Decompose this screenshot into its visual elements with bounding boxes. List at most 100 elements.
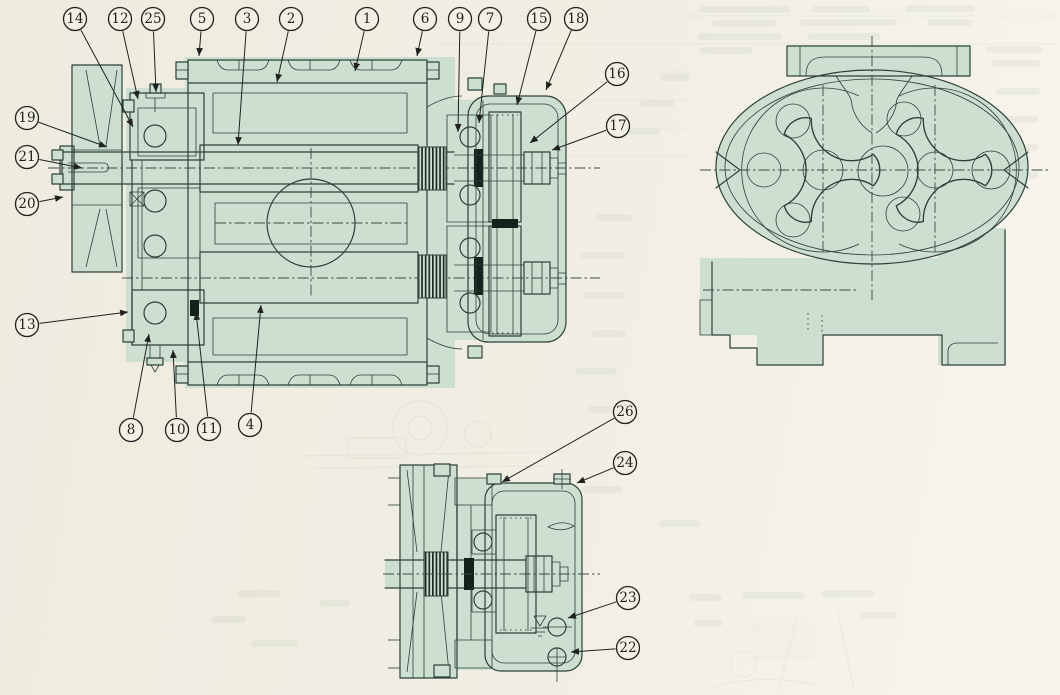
lower-bearing-housing <box>131 289 205 346</box>
callout-24: 24 <box>576 450 638 484</box>
callout-balloon-14 <box>62 6 88 32</box>
leader-line-14 <box>80 29 134 128</box>
flange-bolt <box>51 173 64 185</box>
callout-25: 25 <box>140 6 166 93</box>
callout-16: 16 <box>529 61 630 144</box>
callout-23: 23 <box>567 585 641 619</box>
leader-line-4 <box>250 304 264 413</box>
gear-end-detail-view <box>383 463 600 682</box>
callout-balloon-12 <box>107 6 133 32</box>
leader-line-6 <box>415 31 423 57</box>
callout-number-25: 25 <box>144 11 161 27</box>
ball-bearing <box>473 590 493 610</box>
leader-line-9 <box>454 31 462 133</box>
callout-balloon-26 <box>612 399 638 425</box>
callout-balloon-9 <box>447 6 473 32</box>
coupling-flange <box>71 64 123 273</box>
right-bearings <box>446 114 492 333</box>
callout-number-24: 24 <box>616 455 633 471</box>
ball-bearing <box>143 301 167 325</box>
discharge-flange <box>786 45 971 134</box>
cover-bolt <box>467 77 483 91</box>
callout-number-1: 1 <box>363 11 372 27</box>
oil-sight-glass <box>531 615 572 637</box>
callout-balloon-8 <box>118 417 144 443</box>
callout-number-2: 2 <box>287 11 296 27</box>
ball-bearing <box>459 184 481 206</box>
callout-number-17: 17 <box>609 118 626 134</box>
casing-top-cavity <box>212 92 408 134</box>
callout-number-13: 13 <box>18 317 35 333</box>
callout-number-26: 26 <box>616 404 633 420</box>
callout-number-11: 11 <box>200 421 217 437</box>
top-plug <box>553 469 571 489</box>
callout-18: 18 <box>545 6 589 91</box>
casing-right-fillet-top <box>426 95 463 108</box>
casing-bottom-cavity <box>212 317 408 356</box>
main-longitudinal-section-view <box>48 57 600 388</box>
casing-right-fillet-bottom <box>426 337 463 350</box>
leader-line-10 <box>170 349 177 418</box>
leader-line-13 <box>39 309 129 324</box>
rotors-and-chamber <box>199 144 419 304</box>
drain-bolt <box>146 345 164 373</box>
callout-number-23: 23 <box>619 590 636 606</box>
callout-balloon-6 <box>412 6 438 32</box>
bleed-through-drawing-ghost <box>299 400 855 691</box>
callout-number-12: 12 <box>111 11 128 27</box>
callout-2: 2 <box>275 6 304 83</box>
gear-mesh <box>492 219 518 228</box>
callout-1: 1 <box>353 6 380 72</box>
callout-19: 19 <box>14 105 108 148</box>
callout-balloon-15 <box>526 6 552 32</box>
callout-balloon-21 <box>14 144 40 170</box>
cover-rib <box>547 522 575 531</box>
callout-20: 20 <box>14 191 64 217</box>
cover-bolt <box>467 345 483 359</box>
gearbox-base <box>699 229 1006 366</box>
flange-bolt <box>51 149 64 161</box>
end-flange-plate <box>388 463 458 679</box>
callout-balloon-16 <box>604 61 630 87</box>
callout-number-15: 15 <box>530 11 547 27</box>
callout-balloon-18 <box>563 6 589 32</box>
leader-line-24 <box>576 467 614 484</box>
cover-bolt <box>486 473 502 485</box>
callout-number-18: 18 <box>567 11 584 27</box>
callout-number-7: 7 <box>486 11 495 27</box>
leader-line-19 <box>38 121 108 148</box>
leader-line-26 <box>501 417 615 483</box>
gear-cover <box>467 77 567 359</box>
detail-casing-wall <box>454 477 493 669</box>
leader-line-22 <box>570 648 616 655</box>
callout-balloon-25 <box>140 6 166 32</box>
callout-5: 5 <box>189 6 215 57</box>
leader-line-23 <box>567 601 617 619</box>
callout-balloon-11 <box>196 416 222 442</box>
callout-13: 13 <box>14 309 129 338</box>
leader-line-20 <box>39 195 64 203</box>
cover-bolt <box>493 83 507 95</box>
callout-6: 6 <box>412 6 438 57</box>
leader-line-12 <box>122 31 140 100</box>
callout-number-22: 22 <box>619 640 636 656</box>
callout-4: 4 <box>237 304 264 438</box>
leader-line-1 <box>353 31 365 72</box>
leader-line-18 <box>545 30 572 91</box>
callout-balloon-17 <box>605 113 631 139</box>
end-section-view <box>699 36 1048 366</box>
callout-number-19: 19 <box>18 110 35 126</box>
callout-12: 12 <box>107 6 140 100</box>
callout-number-6: 6 <box>421 11 430 27</box>
detail-gear-cover <box>484 469 583 682</box>
leader-line-2 <box>275 31 289 83</box>
callout-balloon-5 <box>189 6 215 32</box>
flange-bolt <box>433 664 451 678</box>
callout-number-16: 16 <box>608 66 625 82</box>
leader-line-25 <box>152 31 160 93</box>
casing-body <box>175 59 463 386</box>
ball-bearing <box>473 532 493 552</box>
upper-rotor-body <box>199 144 419 193</box>
callout-9: 9 <box>447 6 473 133</box>
casing-corner-bolts <box>175 61 440 384</box>
